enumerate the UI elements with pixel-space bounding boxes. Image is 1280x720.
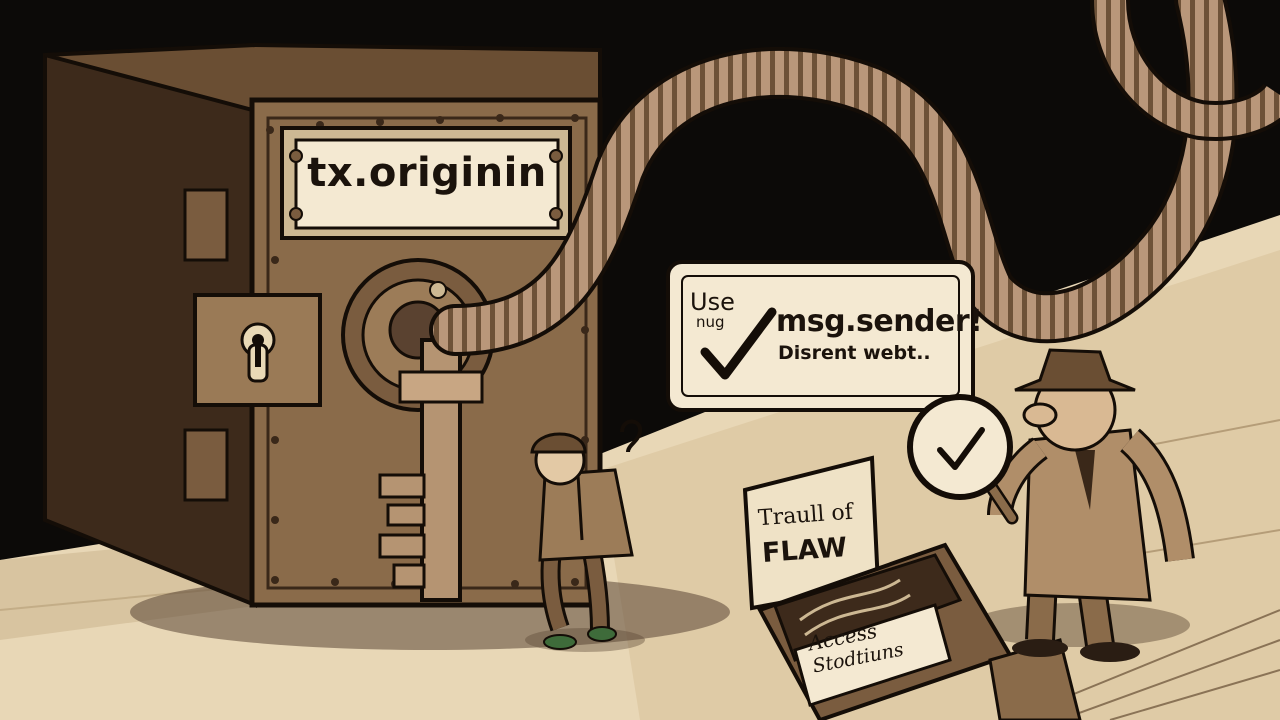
sign-line-2: FLAW: [761, 532, 849, 569]
bubble-sub-text: Disrent webt..: [778, 342, 931, 364]
access-box: [757, 542, 1082, 720]
speech-bubble: [666, 260, 975, 412]
bubble-word-nug: nug: [696, 313, 725, 331]
plaque: [280, 126, 572, 240]
bubble-main-text: msg.sender!: [776, 304, 983, 339]
magnifier-icon: [907, 394, 1019, 525]
keyhole-icon: [240, 322, 276, 383]
question-mark-icon: [620, 419, 643, 453]
plaque-text: tx.originin: [307, 150, 547, 196]
small-man: [530, 432, 634, 650]
detective: [987, 348, 1195, 662]
bubble-word-use: Use: [690, 288, 735, 316]
hose-icon: [429, 0, 1280, 356]
checkmark-icon: [700, 307, 777, 380]
